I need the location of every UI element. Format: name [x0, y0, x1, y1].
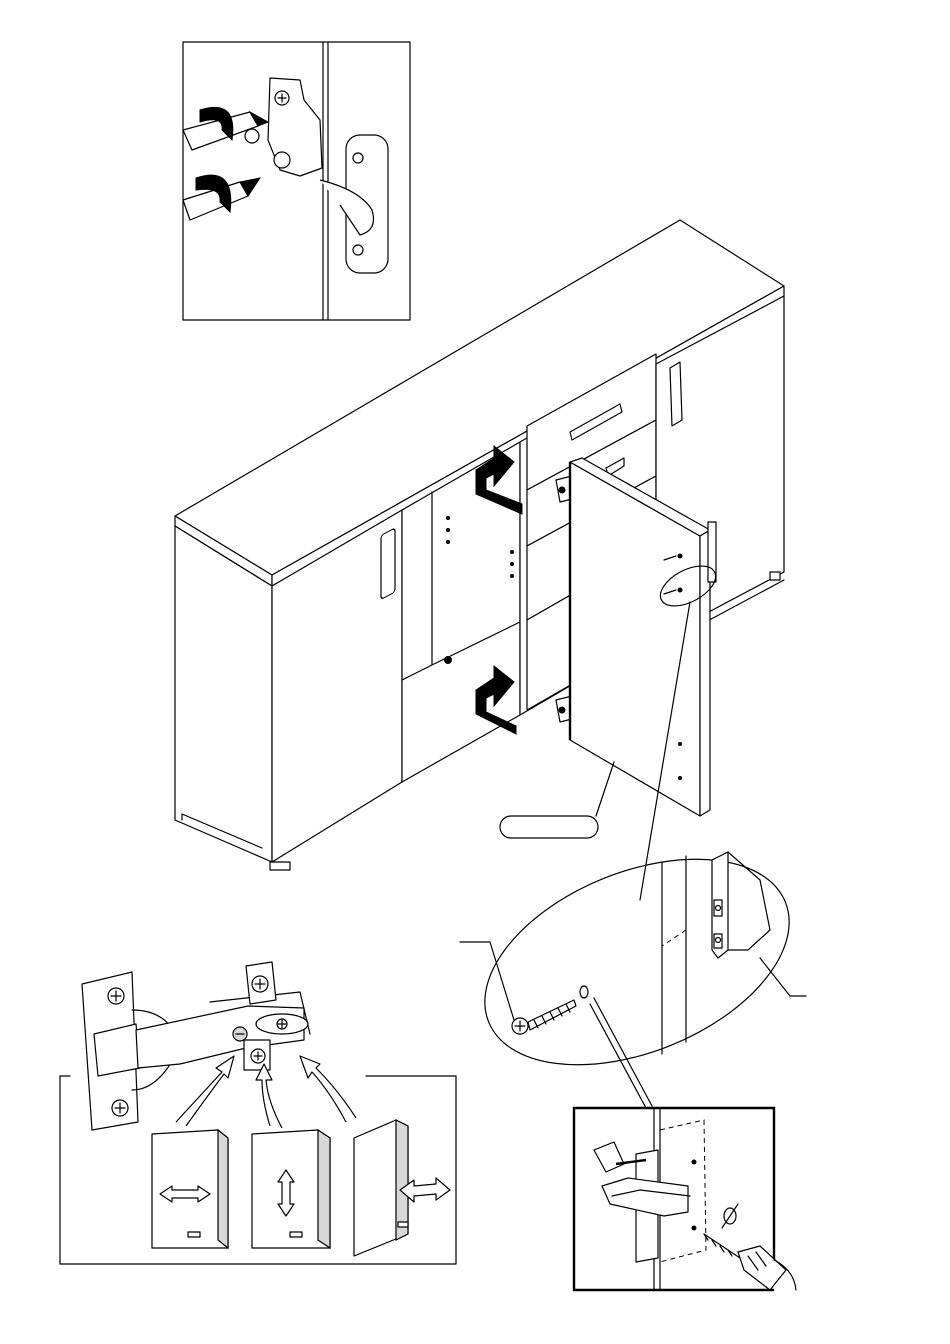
pointer-arrow-icon	[300, 1056, 356, 1122]
adjust-left-right-icon	[152, 1130, 228, 1248]
left-side-panel	[175, 526, 272, 862]
screw-icon	[512, 1000, 576, 1034]
pointer-arrow-icon	[176, 1056, 234, 1126]
adjust-up-down-icon	[252, 1130, 330, 1248]
adjust-in-out-icon	[354, 1120, 450, 1256]
door-handle	[381, 528, 395, 599]
handle-mount-detail	[574, 1108, 796, 1290]
handle-screw-detail	[455, 819, 819, 1108]
door-handle	[670, 362, 682, 426]
pointer-arrow-icon	[256, 1064, 282, 1128]
part-label	[500, 816, 598, 838]
drill-icon	[704, 1234, 796, 1290]
cabinet-assembly	[175, 220, 784, 900]
hinge-adjustment	[60, 962, 456, 1264]
hinge-screw-inset	[183, 42, 410, 320]
